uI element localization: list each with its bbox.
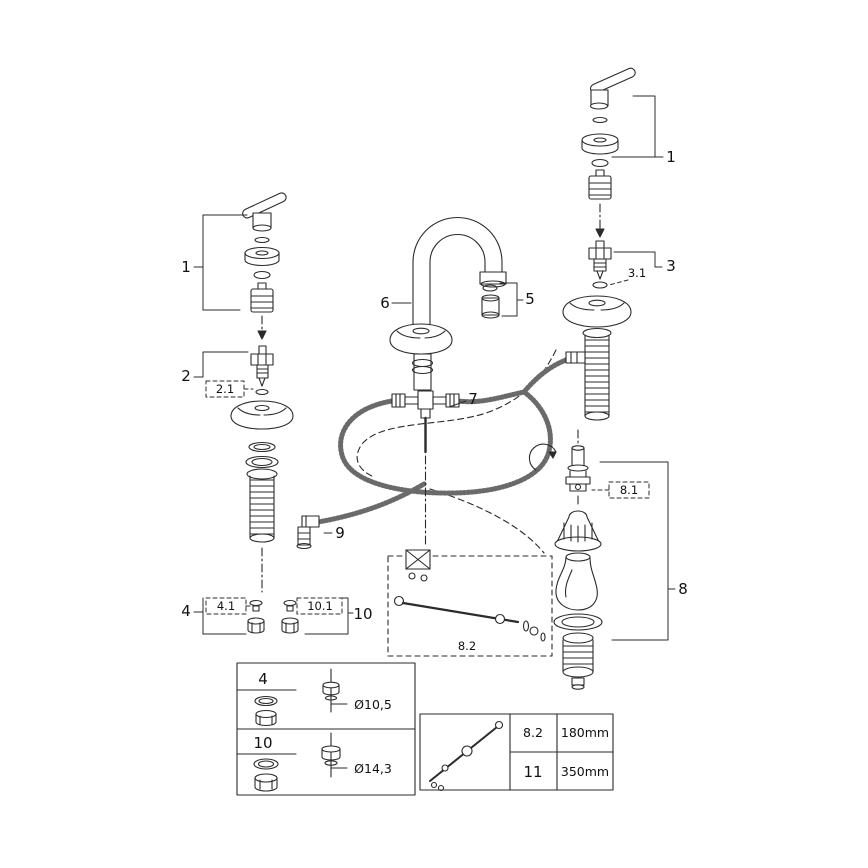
table-part-8-2-label: 8.2 bbox=[523, 725, 543, 740]
washer-stack bbox=[245, 441, 279, 469]
leader-3-1 bbox=[608, 279, 629, 286]
table-len-350-label: 350mm bbox=[561, 764, 609, 779]
escutcheon-disc-right bbox=[581, 133, 619, 155]
detail-boundary-8-2 bbox=[387, 555, 553, 657]
callout-8-1: 8.1 bbox=[620, 483, 638, 497]
washer bbox=[254, 236, 270, 244]
callout-1-right: 1 bbox=[666, 148, 676, 166]
table-part-10-label: 10 bbox=[253, 734, 272, 752]
callout-3-1: 3.1 bbox=[628, 266, 646, 280]
lift-knob bbox=[565, 445, 591, 492]
spout-assembly bbox=[389, 216, 507, 546]
mount-washers bbox=[249, 599, 297, 612]
clover-escutcheon-right bbox=[562, 295, 632, 328]
bracket-10 bbox=[304, 597, 354, 635]
right-valve-assembly bbox=[562, 67, 636, 421]
callout-3: 3 bbox=[666, 257, 676, 275]
table-part-11-label: 11 bbox=[523, 763, 542, 781]
callout-lines bbox=[193, 95, 676, 641]
bracket-1-right bbox=[611, 95, 664, 158]
bracket-3 bbox=[613, 251, 663, 268]
callout-7: 7 bbox=[468, 390, 478, 408]
length-spec-table bbox=[419, 713, 614, 792]
threaded-shank-right bbox=[582, 327, 612, 421]
callout-8-2: 8.2 bbox=[458, 639, 476, 653]
bracket-4 bbox=[202, 597, 247, 635]
table-dim-10-5-label: Ø10,5 bbox=[354, 697, 392, 712]
rotate-arrow-icon bbox=[528, 443, 557, 471]
mount-nuts bbox=[247, 617, 299, 634]
clover-base bbox=[389, 323, 453, 355]
escutcheon-disc-left bbox=[244, 246, 280, 267]
callout-8: 8 bbox=[678, 580, 688, 598]
cartridge-right bbox=[588, 169, 612, 200]
drain-flange bbox=[554, 510, 602, 552]
callout-9: 9 bbox=[335, 524, 345, 542]
handle-left bbox=[242, 192, 287, 232]
bracket-5 bbox=[499, 282, 524, 317]
o-ring bbox=[253, 270, 271, 280]
table-dim-14-3-label: Ø14,3 bbox=[354, 761, 392, 776]
popup-rod-assembly bbox=[387, 549, 553, 657]
spout-shank bbox=[411, 353, 434, 391]
tee-fitting bbox=[391, 390, 460, 419]
threaded-shank-left bbox=[246, 468, 278, 543]
row-10-screw bbox=[321, 732, 348, 778]
drain-assembly bbox=[528, 429, 603, 690]
drain-body bbox=[562, 632, 594, 690]
valve-part-3 bbox=[588, 240, 612, 280]
callout-4: 4 bbox=[181, 602, 191, 620]
hose-routing-dashes bbox=[356, 349, 557, 554]
down-arrow-icon bbox=[595, 228, 605, 238]
callout-10-1: 10.1 bbox=[307, 599, 333, 613]
callout-2: 2 bbox=[181, 367, 191, 385]
washer bbox=[592, 116, 608, 124]
leader-7 bbox=[448, 400, 467, 408]
spout-outer bbox=[412, 216, 503, 341]
down-arrow-icon bbox=[257, 330, 267, 340]
callout-2-1: 2.1 bbox=[216, 382, 234, 396]
o-ring-2-1 bbox=[255, 388, 269, 396]
valve-part-2 bbox=[250, 345, 274, 387]
bracket-8 bbox=[599, 461, 676, 641]
pivot-fitting bbox=[405, 549, 431, 582]
drain-seal-ring bbox=[553, 613, 603, 631]
rod-11-drawing bbox=[429, 720, 504, 792]
row-10-parts bbox=[253, 758, 279, 792]
table-labels: 4 Ø10,5 10 Ø14,3 8.2 180mm 11 350mm bbox=[253, 670, 609, 781]
callout-labels: 1 2 2.1 4 4.1 10.1 10 9 6 5 7 1 3 3.1 8.… bbox=[181, 148, 688, 653]
flex-hoses bbox=[315, 357, 569, 525]
row-4-screw bbox=[322, 668, 348, 713]
callout-10: 10 bbox=[353, 605, 372, 623]
table-len-180-label: 180mm bbox=[561, 725, 609, 740]
table-part-4-label: 4 bbox=[258, 670, 268, 688]
drain-tailpiece bbox=[555, 552, 598, 611]
screw-spec-table bbox=[236, 662, 416, 796]
dashed-box-10-1 bbox=[296, 597, 343, 615]
bracket-2 bbox=[193, 351, 249, 378]
bracket-1-left bbox=[202, 214, 248, 311]
row-4-parts bbox=[254, 695, 278, 727]
hose-elbow-9 bbox=[296, 515, 320, 550]
handle-right bbox=[589, 67, 636, 110]
aerator-parts-5 bbox=[481, 284, 500, 319]
o-ring bbox=[591, 158, 609, 168]
callout-4-1: 4.1 bbox=[217, 599, 235, 613]
left-valve-assembly bbox=[230, 192, 299, 634]
spout-inner bbox=[429, 233, 486, 341]
callout-5: 5 bbox=[525, 290, 535, 308]
cartridge-left bbox=[250, 282, 274, 313]
lift-rod-8-2 bbox=[393, 595, 546, 642]
o-ring-3-1 bbox=[592, 281, 608, 289]
callout-1-left: 1 bbox=[181, 258, 191, 276]
hose-elbow-right bbox=[565, 351, 586, 364]
clover-escutcheon-left bbox=[230, 400, 294, 430]
callout-6: 6 bbox=[380, 294, 390, 312]
